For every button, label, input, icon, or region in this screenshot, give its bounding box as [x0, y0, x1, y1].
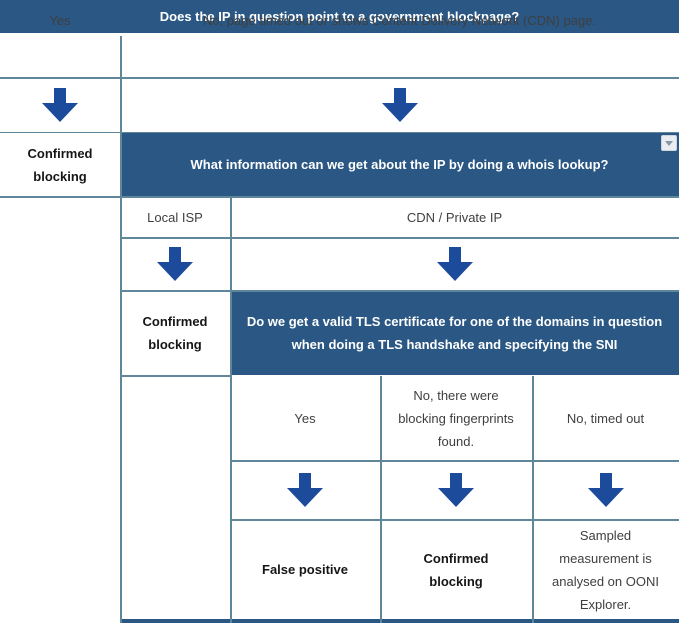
next-row-cutoff-strip [120, 619, 679, 623]
down-arrow-icon [438, 473, 474, 507]
flow-arrow-q3-timeout [532, 461, 679, 519]
question-whois-lookup: What information can we get about the IP… [120, 133, 679, 196]
grid-line [230, 519, 679, 521]
grid-line [0, 196, 679, 198]
down-arrow-icon [157, 247, 193, 281]
down-arrow-icon [287, 473, 323, 507]
outcome-false-positive: False positive [262, 562, 348, 577]
down-arrow-icon [587, 473, 624, 507]
down-arrow-icon [42, 88, 78, 122]
answer-q2-cdn: CDN / Private IP [406, 209, 503, 225]
grid-line [230, 196, 232, 623]
answer-q3-fingerprints: No, there were blocking fingerprints fou… [398, 387, 514, 449]
answer-q1-yes: Yes [49, 13, 71, 28]
answer-q3-timeout: No, timed out [566, 410, 645, 426]
grid-line [120, 237, 679, 239]
down-arrow-icon [381, 88, 418, 122]
grid-line [120, 290, 679, 292]
flow-arrow-q3-fingerprints [380, 461, 532, 519]
flow-arrow-q1-yes [0, 78, 120, 132]
outcome-confirmed-blocking-1: Confirmed blocking [27, 145, 93, 184]
flow-arrow-q2-cdn [230, 238, 679, 290]
grid-line [0, 131, 679, 133]
grid-line [120, 375, 230, 377]
question-tls-certificate: Do we get a valid TLS certificate for on… [230, 291, 679, 375]
grid-line [532, 376, 534, 623]
answer-q2-local-isp: Local ISP [147, 209, 203, 225]
flow-arrow-q2-local-isp [120, 238, 230, 290]
flow-arrow-q3-yes [230, 461, 380, 519]
outcome-confirmed-blocking-3: Confirmed blocking [423, 550, 489, 589]
question-government-blockpage: Does the IP in question point to a gover… [0, 0, 679, 33]
flow-arrow-q1-no [120, 78, 679, 132]
grid-line [230, 460, 679, 462]
question-whois-label: What information can we get about the IP… [190, 157, 609, 172]
dropdown-button[interactable] [661, 135, 677, 151]
answer-q1-no: No, page timed out or shows Content Deli… [202, 13, 597, 28]
answer-q3-yes: Yes [294, 410, 316, 426]
outcome-sampled-measurement: Sampled measurement is analysed on OONI … [552, 527, 659, 612]
outcome-confirmed-blocking-2: Confirmed blocking [142, 314, 208, 352]
down-arrow-icon [436, 247, 473, 281]
chevron-down-icon [665, 140, 673, 146]
grid-line [0, 77, 679, 79]
grid-line [380, 376, 382, 623]
grid-line [120, 36, 122, 623]
